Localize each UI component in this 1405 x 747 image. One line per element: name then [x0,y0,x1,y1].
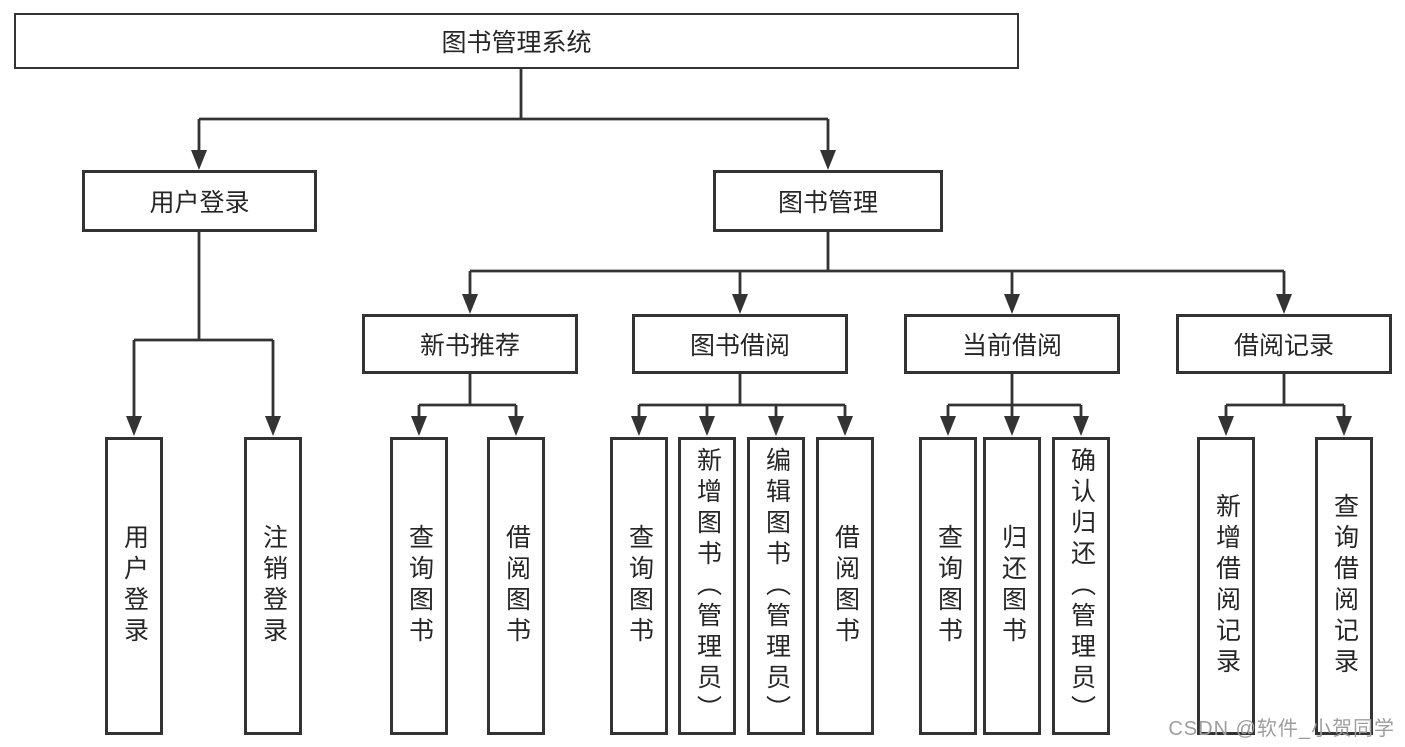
node-label: 用户登录 [149,189,250,217]
leaf-label: 查询图书 [625,524,654,648]
node-label: 借阅记录 [1233,332,1334,360]
leaf-edit-book-admin: 编辑图书（管理员） [747,437,805,735]
leaf-label: 查询借阅记录 [1330,493,1359,679]
leaf-query-book-2: 查询图书 [610,437,668,735]
leaf-label: 新增图书（管理员） [693,446,722,726]
leaf-query-book-3: 查询图书 [919,437,977,735]
leaf-label: 查询图书 [405,524,434,648]
node-label: 当前借阅 [961,332,1062,360]
leaf-label: 用户登录 [120,524,149,648]
node-book-borrow: 图书借阅 [632,314,848,374]
leaf-borrow-book: 借阅图书 [487,437,545,735]
leaf-label: 借阅图书 [502,524,531,648]
leaf-logout: 注销登录 [244,437,302,735]
leaf-query-book: 查询图书 [390,437,448,735]
watermark: CSDN @软件_小贺同学 [1168,718,1395,740]
leaf-label: 注销登录 [259,524,288,648]
node-new-book-recommend: 新书推荐 [362,314,578,374]
leaf-label: 确认归还（管理员） [1067,446,1096,726]
leaf-confirm-return-admin: 确认归还（管理员） [1052,437,1110,735]
node-library-management-system: 图书管理系统 [14,13,1019,69]
node-label: 图书管理系统 [441,29,592,57]
node-label: 新书推荐 [419,332,520,360]
node-book-management: 图书管理 [713,170,943,232]
leaf-label: 编辑图书（管理员） [762,446,791,726]
leaf-user-login: 用户登录 [105,437,163,735]
leaf-label: 查询图书 [934,524,963,648]
node-label: 图书借阅 [689,332,790,360]
node-borrow-records: 借阅记录 [1176,314,1392,374]
leaf-label: 新增借阅记录 [1212,493,1241,679]
leaf-add-borrow-record: 新增借阅记录 [1197,437,1255,735]
leaf-label: 归还图书 [998,524,1027,648]
leaf-label: 借阅图书 [831,524,860,648]
leaf-add-book-admin: 新增图书（管理员） [678,437,736,735]
leaf-borrow-book-2: 借阅图书 [816,437,874,735]
leaf-return-book: 归还图书 [983,437,1041,735]
node-user-login: 用户登录 [82,170,317,232]
node-current-borrow: 当前借阅 [904,314,1120,374]
leaf-query-borrow-record: 查询借阅记录 [1315,437,1373,735]
node-label: 图书管理 [777,189,878,217]
